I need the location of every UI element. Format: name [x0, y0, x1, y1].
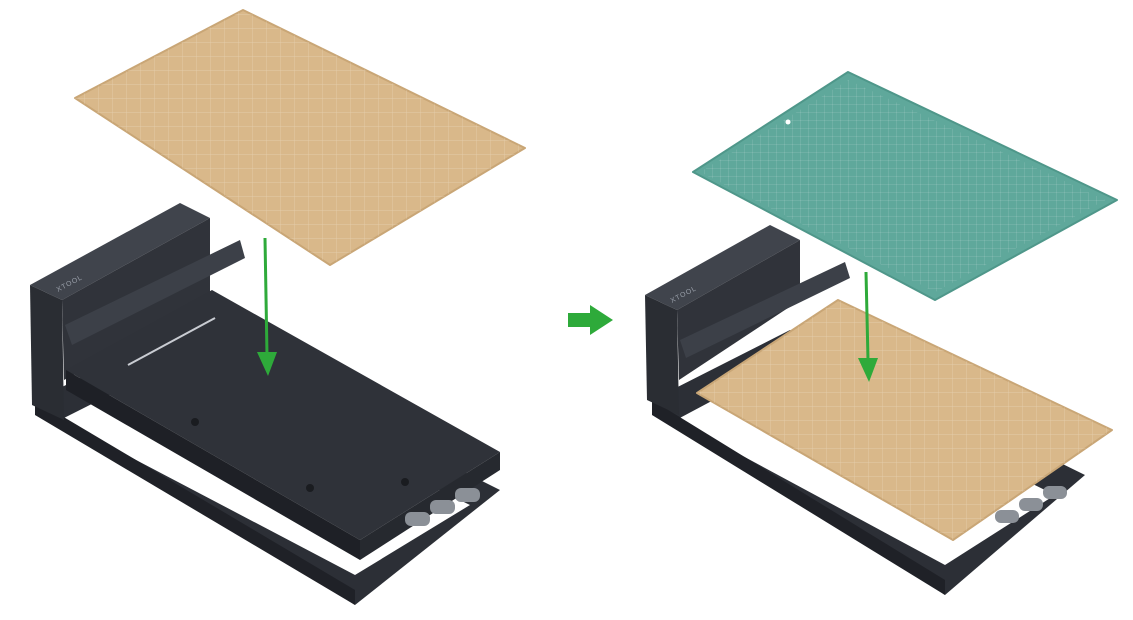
knobs-left [405, 488, 480, 526]
down-arrow-left [257, 237, 277, 376]
machine-left: XTOOL [30, 203, 500, 605]
down-arrow-right [858, 271, 878, 382]
cutting-mat [692, 71, 1118, 301]
knobs-right [995, 486, 1067, 523]
wood-panel-left [74, 9, 526, 266]
step-arrow-icon [568, 305, 613, 335]
wood-panel-placed [696, 299, 1113, 541]
